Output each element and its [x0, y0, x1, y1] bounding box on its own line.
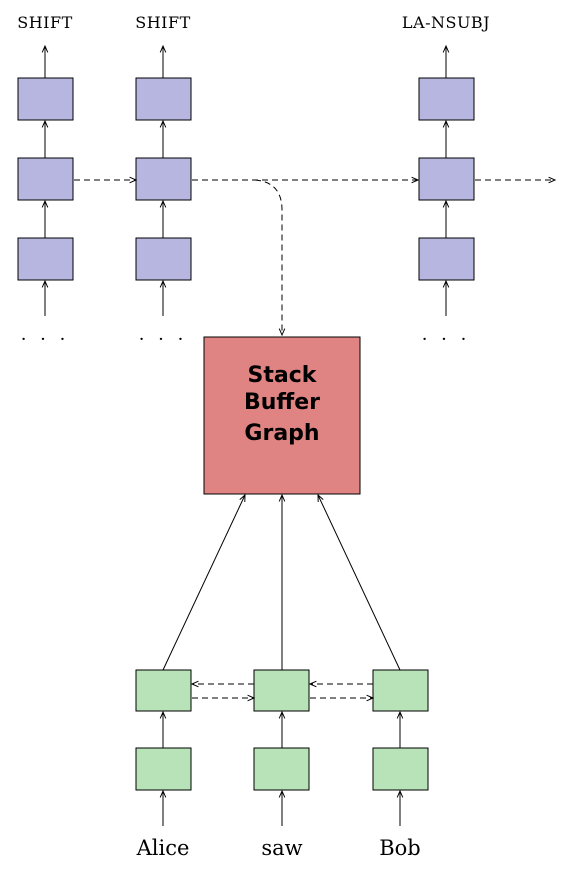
encoder-cell-bottom: [372, 747, 429, 791]
encoder-cell-top: [253, 669, 310, 712]
controller-cell-top: [17, 77, 74, 121]
continuation-dots: · · ·: [139, 329, 188, 350]
encoder-cell-top: [135, 669, 192, 712]
action-label: SHIFT: [17, 13, 73, 32]
continuation-dots: · · ·: [21, 329, 70, 350]
encoder-cell-bottom: [253, 747, 310, 791]
controller-cell-bottom: [17, 237, 74, 281]
controller-cell-mid: [418, 157, 475, 201]
input-word: Bob: [379, 836, 421, 860]
controller-cell-top: [418, 77, 475, 121]
input-word: saw: [261, 836, 302, 860]
controller-column-3: LA-NSUBJ · · ·: [402, 13, 490, 350]
encoder-column-bob: Bob: [372, 669, 429, 860]
state-line-graph: Graph: [244, 421, 319, 446]
controller-cell-bottom: [135, 237, 192, 281]
action-label: SHIFT: [135, 13, 191, 32]
parser-state-box: Stack Buffer Graph: [203, 336, 361, 495]
state-box: [203, 336, 361, 495]
continuation-dots: · · ·: [422, 329, 471, 350]
controller-cell-top: [135, 77, 192, 121]
encoder-column-saw: saw: [253, 669, 310, 860]
state-line-buffer: Buffer: [244, 390, 320, 415]
encoder-column-alice: Alice: [135, 669, 192, 860]
state-update-arrow: [254, 179, 282, 335]
encoder-cell-bottom: [135, 747, 192, 791]
controller-column-2: SHIFT · · ·: [135, 13, 192, 350]
controller-cell-mid: [17, 157, 74, 201]
controller-cell-mid: [135, 157, 192, 201]
controller-column-1: SHIFT · · ·: [17, 13, 74, 350]
encoder-cell-top: [372, 669, 429, 712]
state-line-stack: Stack: [248, 363, 318, 388]
input-word: Alice: [136, 836, 190, 860]
action-label: LA-NSUBJ: [402, 13, 490, 32]
controller-cell-bottom: [418, 237, 475, 281]
encoder-to-state-arrow: [318, 495, 401, 671]
encoder-to-state-arrow: [162, 495, 245, 671]
